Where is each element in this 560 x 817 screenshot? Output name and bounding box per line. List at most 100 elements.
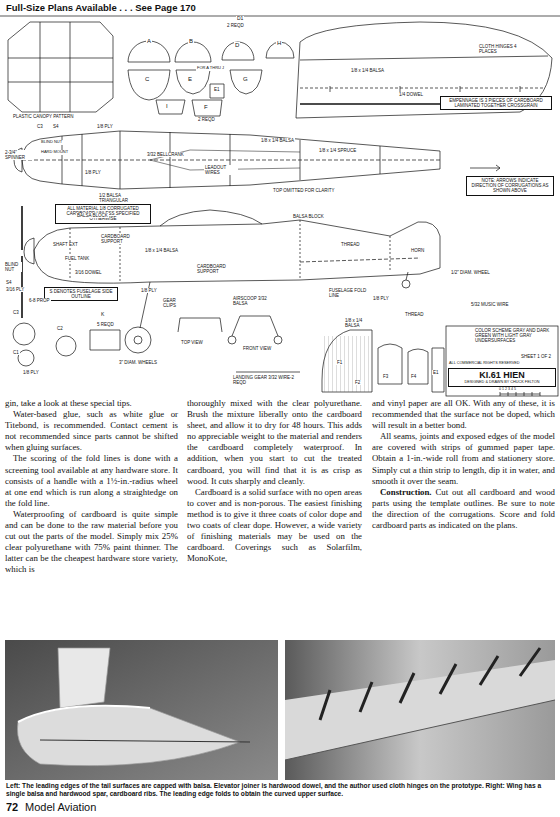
plan-label: 3/32 BELLCRANK (146, 152, 185, 157)
plan-label: FUEL TANK (64, 256, 90, 261)
plan-stroke (285, 660, 555, 760)
plan-label: 1/8 PLY (140, 288, 158, 293)
plan-label: 2 REQD (197, 117, 216, 122)
plan-stroke (8, 22, 113, 112)
plan-label: BLIND NUT (4, 262, 22, 272)
plan-stroke (13, 323, 35, 345)
plan-stroke (300, 258, 420, 262)
page-footer: 72 (5, 801, 19, 814)
note-text: EMPENNAGE IS 3 PIECES OF CARDBOARD LAMIN… (443, 98, 549, 108)
plan-sheet (0, 16, 560, 396)
plan-label: F (203, 104, 209, 111)
plan-stroke (56, 336, 76, 356)
plan-label: C3 (12, 310, 20, 315)
plan-stroke (160, 224, 262, 226)
plan-stroke (500, 392, 540, 396)
plan-stroke (128, 41, 294, 62)
plan-stroke (320, 648, 540, 720)
plan-stroke (322, 336, 372, 392)
text-column: thoroughly mixed with the clear polyuret… (187, 398, 362, 564)
plan-label: B (188, 38, 194, 45)
plan-label: F1 (336, 360, 343, 365)
plan-stroke (0, 16, 560, 17)
plan-label: C3 (36, 124, 44, 129)
plan-stroke (70, 220, 390, 282)
plan-label: CLOTH HINGES 4 PLACES (478, 44, 522, 54)
plan-stroke (58, 648, 110, 708)
plan-label: 3" DIAM. WHEELS (118, 360, 158, 365)
plan-stroke (274, 336, 282, 344)
article-text: Cardboard is a solid surface with no ope… (187, 487, 362, 564)
plan-stroke (285, 700, 555, 760)
article-paragraph: Waterproofing of cardboard is quite simp… (5, 509, 178, 576)
plan-label: F2 (354, 380, 361, 385)
plan-stroke (18, 706, 150, 722)
plan-label: 3/16 PLY (5, 287, 25, 292)
plan-label: BALSA BLOCK (76, 213, 109, 218)
plan-label: 1/2" DIAM. WHEEL (450, 270, 491, 275)
plan-stroke (236, 372, 300, 373)
note-subtext: DESIGNED & DRAWN BY CHUCK FELTON (451, 380, 553, 384)
plan-label: ALL COMMERCIAL RIGHTS RESERVED (448, 361, 521, 365)
plan-label: AIRSCOOP 3/32 BALSA (232, 296, 276, 306)
article-text: Waterproofing of cardboard is quite simp… (5, 509, 178, 574)
plan-stroke (128, 70, 262, 100)
plan-label: S4 (52, 124, 60, 129)
plan-stroke (178, 318, 222, 332)
photo-tail-surfaces (5, 640, 278, 780)
plan-stroke (300, 56, 548, 60)
plan-label: LEADOUT WIRES (204, 165, 238, 175)
plan-label: FUSELAGE FOLD LINE (328, 288, 370, 298)
plan-stroke (470, 165, 500, 171)
plan-label: I (165, 103, 169, 110)
plan-label: LANDING GEAR 3/32 WIRE-2 REQD (232, 375, 298, 385)
article-paragraph: Cardboard is a solid surface with no ope… (187, 487, 362, 565)
plan-stroke (228, 336, 236, 344)
plan-label: HORN (410, 248, 425, 253)
plan-stroke (402, 280, 410, 288)
plan-stroke (22, 131, 440, 189)
plan-stroke (378, 344, 428, 384)
plan-label: 5/32 MUSIC WIRE (470, 302, 510, 307)
plan-stroke (24, 238, 34, 264)
plan-label: COLOR SCHEME GRAY AND DARK GREEN WITH LI… (474, 328, 556, 344)
plan-label: HARD MOUNT (40, 150, 69, 155)
plan-label: SHAFT EXT (52, 242, 79, 247)
plan-label: 1/4 DOWEL (398, 92, 424, 97)
plan-stroke (446, 326, 558, 396)
plan-stroke (134, 336, 142, 344)
plan-label: 1/8 x 1/4 BALSA (144, 248, 182, 253)
plan-label: 1/8 PLY (96, 124, 114, 129)
plan-label: C1 (12, 350, 20, 355)
plan-stroke (90, 330, 120, 350)
article-text: The scoring of the fold lines is done wi… (5, 453, 178, 507)
plan-label: BALSA BLOCK (292, 214, 325, 219)
plan-stroke (5, 640, 278, 780)
plan-label: E1 (213, 87, 221, 92)
plan-label: THREAD (404, 312, 425, 317)
plan-label: CARDBOARD SUPPORT (100, 234, 142, 244)
plan-stroke (125, 327, 151, 353)
plan-label: D (234, 42, 240, 49)
plan-stroke (300, 88, 545, 89)
text-column: and vinyl paper are all OK. With any of … (372, 398, 555, 531)
plan-stroke (406, 272, 408, 280)
plan-label: D1 (236, 16, 244, 22)
plan-stroke (232, 316, 278, 336)
plan-label: FRONT VIEW (242, 346, 272, 351)
text-column: gin, take a look at these special tips.W… (5, 398, 178, 576)
article-paragraph: Water-based glue, such as white glue or … (5, 409, 178, 453)
plan-stroke (296, 22, 552, 118)
plan-label: CARDBOARD SUPPORT (196, 264, 238, 274)
plan-label: 1/2 BALSA TRIANGULAR (98, 193, 150, 203)
note-text: KI.61 HIEN (451, 370, 553, 380)
plan-label: 1/8 PLY (22, 370, 40, 375)
plan-stroke (156, 84, 224, 116)
plan-label: K (100, 312, 105, 318)
plan-label: PLASTIC CANOPY PATTERN (12, 114, 75, 119)
note-box: NOTE: ARROWS INDICATE DIRECTION OF CORRU… (466, 176, 554, 196)
article-text: All seams, joints and exposed edges of t… (372, 431, 555, 485)
plan-label: THREAD (340, 242, 361, 247)
